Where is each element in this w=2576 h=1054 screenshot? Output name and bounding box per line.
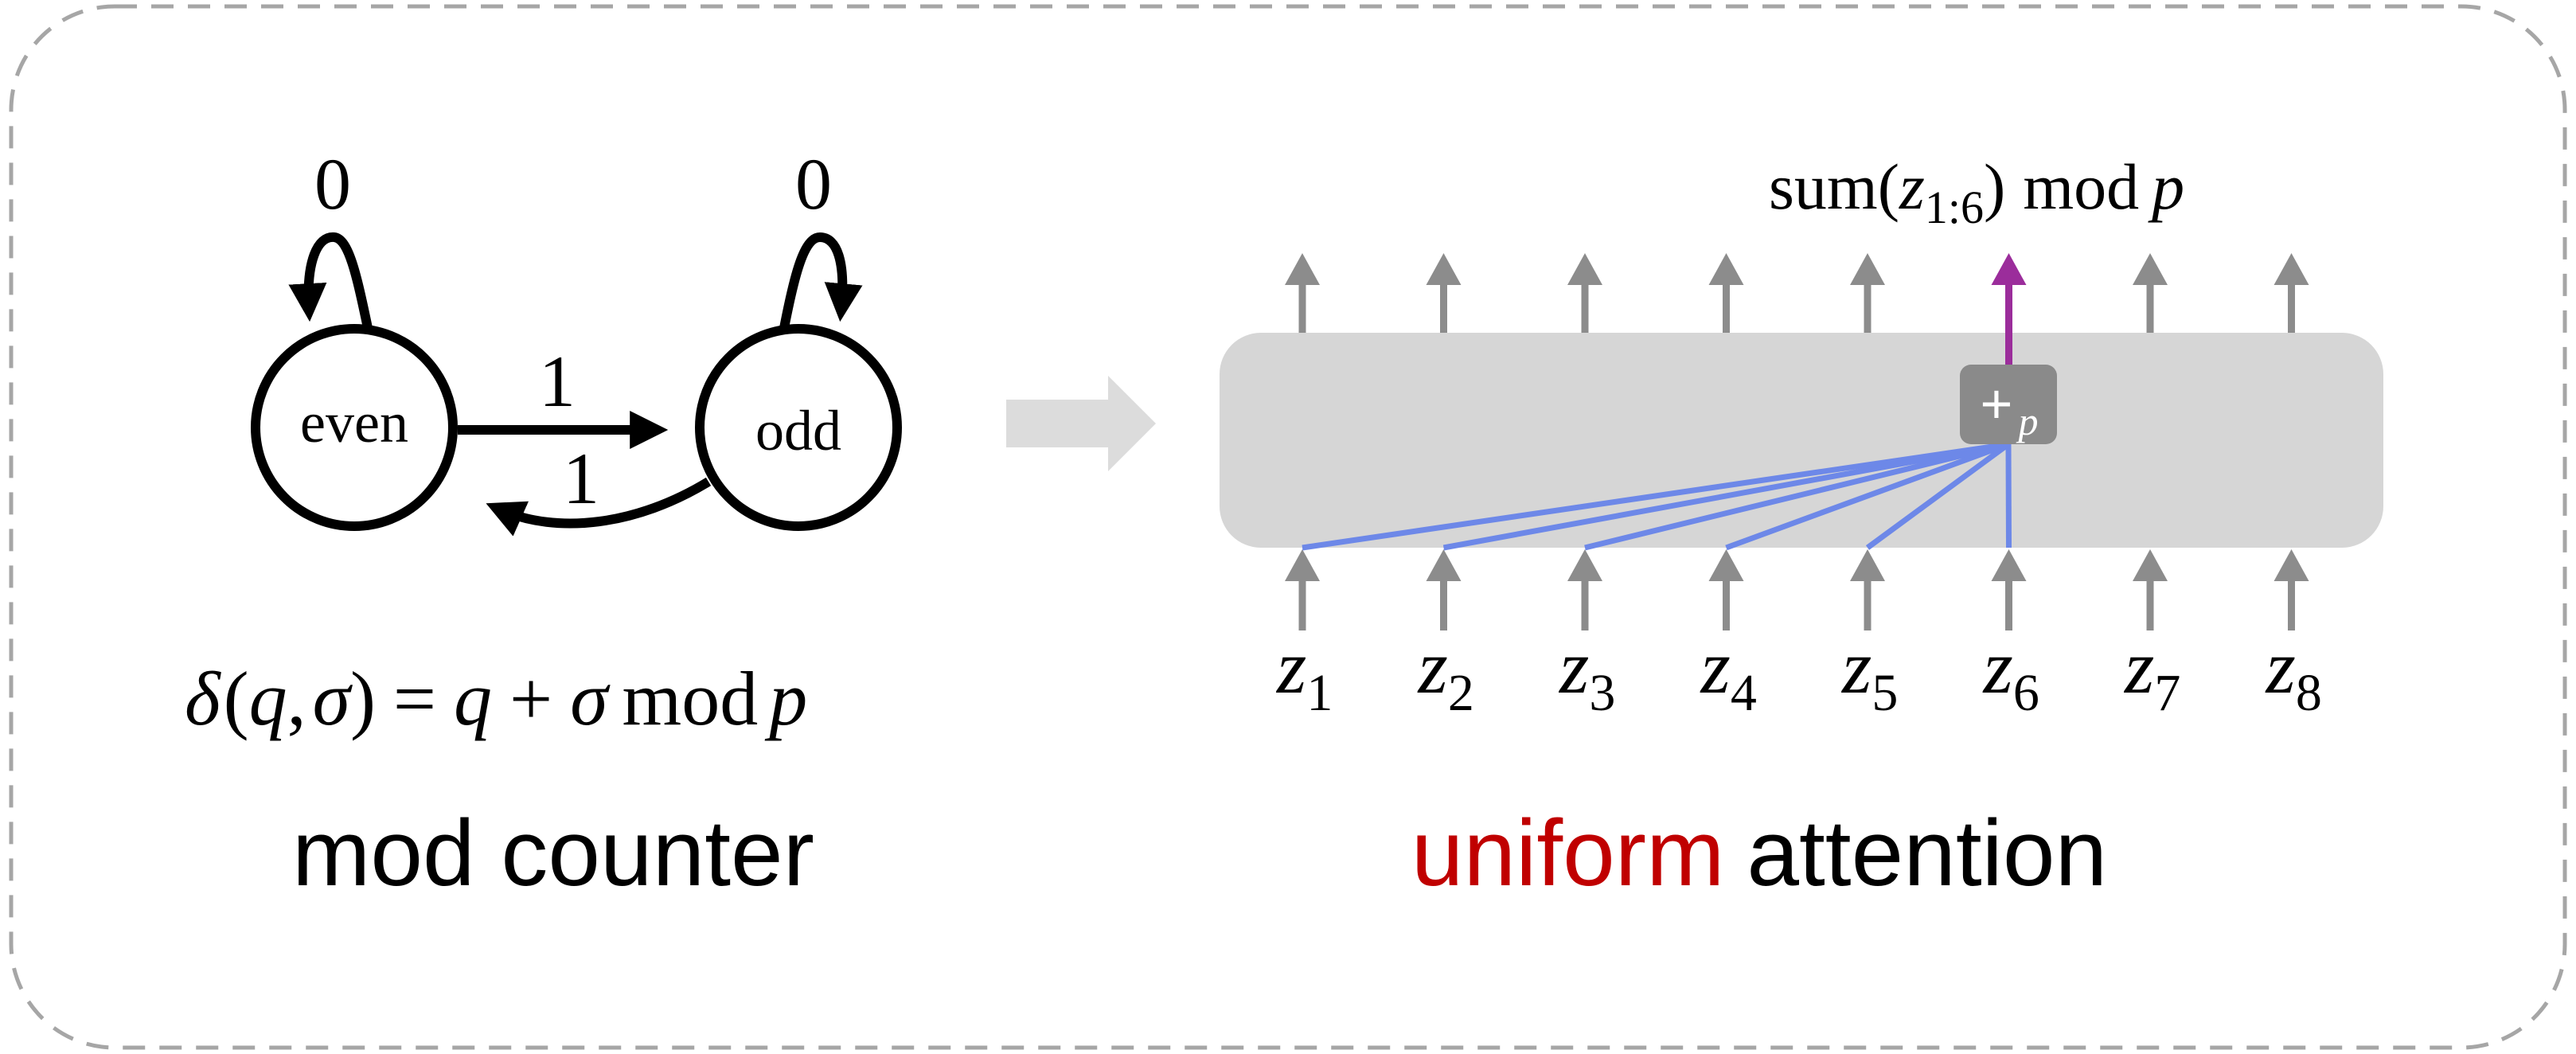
input-arrow-5 [1850, 549, 1885, 630]
attention-line-3 [1584, 441, 2009, 551]
token-label-7: z7 [2123, 624, 2180, 722]
self-loop-odd-label: 0 [795, 143, 832, 224]
token-label-1: z1 [1275, 624, 1333, 722]
input-arrow-1 [1285, 549, 1320, 630]
output-arrows [1285, 253, 2309, 365]
output-arrow-5 [1850, 253, 1885, 333]
caption-rest: attention [1747, 801, 2107, 906]
self-loop-odd-arrow [779, 232, 863, 330]
output-arrow-7 [2133, 253, 2168, 333]
output-arrow-4 [1708, 253, 1744, 333]
operator-sub: p [2016, 399, 2039, 443]
token-labels: z1 z2 z3 z4 z5 z6 z7 z8 [1275, 624, 2322, 722]
token-label-5: z5 [1840, 624, 1898, 722]
edge-even-to-odd-label: 1 [539, 341, 576, 422]
attention-lines [1302, 441, 2012, 551]
self-loop-even-arrow [288, 232, 373, 330]
output-arrow-8 [2274, 253, 2309, 333]
attention-line-6 [2005, 443, 2012, 548]
output-arrow-1 [1285, 253, 1320, 333]
attention-line-4 [1725, 441, 2010, 551]
token-label-6: z6 [1982, 624, 2039, 722]
output-arrow-3 [1567, 253, 1602, 333]
state-even-circle [251, 324, 458, 531]
state-odd-circle [695, 324, 902, 531]
left-caption: mod counter [292, 801, 814, 906]
output-arrow-6 [1991, 253, 2027, 365]
input-arrow-7 [2133, 549, 2168, 630]
operator-plus: + [1981, 373, 2013, 435]
edge-odd-to-even-arrow [486, 477, 712, 537]
input-arrow-8 [2274, 549, 2309, 630]
state-odd-label: odd [755, 399, 841, 463]
caption-highlight: uniform [1411, 801, 1724, 906]
attention-line-2 [1442, 441, 2009, 551]
state-even-label: even [300, 391, 408, 455]
mod-sum-operator: + p [1960, 365, 2057, 444]
token-label-4: z4 [1700, 624, 1757, 722]
transformer-block [1220, 333, 2383, 548]
dashed-frame [9, 4, 2567, 1050]
operator-box [1960, 365, 2057, 444]
attention-line-5 [1865, 442, 2011, 550]
input-arrow-4 [1708, 549, 1744, 630]
state-machine: even odd 0 0 1 1 [251, 143, 902, 537]
output-arrow-2 [1426, 253, 1462, 333]
input-arrow-3 [1567, 549, 1602, 630]
input-arrow-2 [1426, 549, 1462, 630]
self-loop-even-label: 0 [314, 143, 351, 224]
input-arrows [1285, 549, 2309, 630]
token-label-8: z8 [2265, 624, 2322, 722]
token-label-3: z3 [1558, 624, 1615, 722]
transform-arrow [1006, 376, 1156, 471]
input-arrow-6 [1991, 549, 2027, 630]
token-label-2: z2 [1417, 624, 1474, 722]
edge-odd-to-even-label: 1 [563, 438, 599, 519]
attention-line-1 [1302, 441, 2009, 551]
